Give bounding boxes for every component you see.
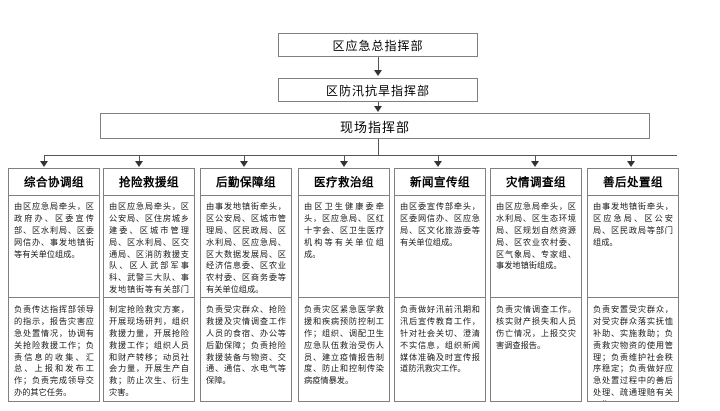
arrow-group-5-icon [434, 161, 442, 167]
group-title: 综合协调组 [8, 168, 100, 195]
group-composition: 由区应急局牵头，区政府办、区委宣传部、区水利局、区委网信办、事发地镇街等有关单位… [8, 195, 100, 297]
connector-second-to-onsite [378, 102, 379, 108]
group-duties: 负责受灾群众、抢险救援及灾情调查工作人员的食宿、办公等后勤保障；负责抢险救援装备… [200, 297, 292, 402]
connector-drop-7 [631, 155, 632, 163]
group-column-aftermath: 善后处置组 由事发地镇街牵头，区应急局、区公安局、区民政局等部门组成。 负责安置… [587, 168, 679, 402]
group-title: 善后处置组 [587, 168, 679, 195]
group-composition: 由事发地镇街牵头，区公安局、区城市管理局、区民政局、区水利局、区应急局、区大数据… [200, 195, 292, 297]
arrow-group-1-icon [40, 161, 48, 167]
group-title: 新闻宣传组 [394, 168, 486, 195]
group-column-medical: 医疗救治组 由区卫生健康委牵头，区应急局、区红十字会、区卫生医疗机构等有关单位组… [298, 168, 390, 402]
arrow-group-3-icon [240, 161, 248, 167]
connector-drop-4 [344, 155, 345, 163]
group-duties: 负责灾区紧急医学救援和疾病预防控制工作；组织、调配卫生应急队伍救治受伤人员、建立… [298, 297, 390, 402]
arrow-group-7-icon [627, 161, 635, 167]
connector-drop-2 [139, 155, 140, 163]
group-duties: 负责传达指挥部领导的指示，报告灾害应急处置情况，协调有关抢险救援工作；负责信息的… [8, 297, 100, 402]
arrow-top-to-second-icon [374, 70, 382, 76]
arrow-group-4-icon [340, 161, 348, 167]
node-onsite-command: 现场指挥部 [100, 113, 650, 139]
connector-drop-1 [44, 155, 45, 163]
group-title: 抢险救援组 [103, 168, 195, 195]
connector-onsite-trunk [378, 139, 379, 155]
arrow-group-2-icon [135, 161, 143, 167]
connector-drop-6 [535, 155, 536, 163]
group-duties: 负责做好汛前汛期和汛后宣传教育工作，针对社会关切、澄清不实信息，组织新闻媒体准确… [394, 297, 486, 402]
group-composition: 由区应急局牵头，区公安局、区住房城乡建委、区城市管理局、区水利局、区交通局、区消… [103, 195, 195, 297]
node-label: 区防汛抗旱指挥部 [325, 83, 430, 98]
group-column-press: 新闻宣传组 由区委宣传部牵头，区委网信办、区应急局、区文化旅游委等有关单位组成。… [394, 168, 486, 402]
connector-drop-3 [244, 155, 245, 163]
group-duties: 负责安置受灾群众，对受灾群众落实抚恤补助、实施救助；负责救灾物资的使用管理；负责… [587, 297, 679, 402]
connector-drop-5 [438, 155, 439, 163]
group-duties: 制定抢险救灾方案，开展现场研判，组织救援力量，开展抢险救援工作；组织人员和财产转… [103, 297, 195, 402]
connector-top-to-second [378, 57, 379, 72]
group-column-disaster-investigation: 灾情调查组 由区应急局牵头，区水利局、区生态环境局、区规划自然资源局、区农业农村… [490, 168, 582, 402]
group-duties: 负责灾情调查工作。核实财产损失和人员伤亡情况，上报交灾害调查报告。 [490, 297, 582, 402]
arrow-second-to-onsite-icon [374, 106, 382, 112]
node-flood-drought-headquarters: 区防汛抗旱指挥部 [278, 78, 478, 102]
group-title: 后勤保障组 [200, 168, 292, 195]
node-label: 现场指挥部 [339, 120, 410, 136]
group-title: 灾情调查组 [490, 168, 582, 195]
arrow-group-6-icon [531, 161, 539, 167]
group-column-comprehensive-coordination: 综合协调组 由区应急局牵头，区政府办、区委宣传部、区水利局、区委网信办、事发地镇… [8, 168, 100, 402]
group-composition: 由区应急局牵头，区水利局、区生态环境局、区规划自然资源局、区农业农村委、区气象局… [490, 195, 582, 297]
node-label: 区应急总指挥部 [332, 38, 424, 53]
group-title: 医疗救治组 [298, 168, 390, 195]
group-composition: 由区委宣传部牵头，区委网信办、区应急局、区文化旅游委等有关单位组成。 [394, 195, 486, 297]
node-district-emergency-headquarters: 区应急总指挥部 [278, 33, 478, 57]
group-column-logistics: 后勤保障组 由事发地镇街牵头，区公安局、区城市管理局、区民政局、区水利局、区应急… [200, 168, 292, 402]
group-column-rescue: 抢险救援组 由区应急局牵头，区公安局、区住房城乡建委、区城市管理局、区水利局、区… [103, 168, 195, 402]
group-composition: 由事发地镇街牵头，区应急局、区公安局、区民政局等部门组成。 [587, 195, 679, 297]
connector-horizontal-bus [44, 155, 677, 156]
group-composition: 由区卫生健康委牵头，区应急局、区红十字会、区卫生医疗机构等有关单位组成。 [298, 195, 390, 297]
